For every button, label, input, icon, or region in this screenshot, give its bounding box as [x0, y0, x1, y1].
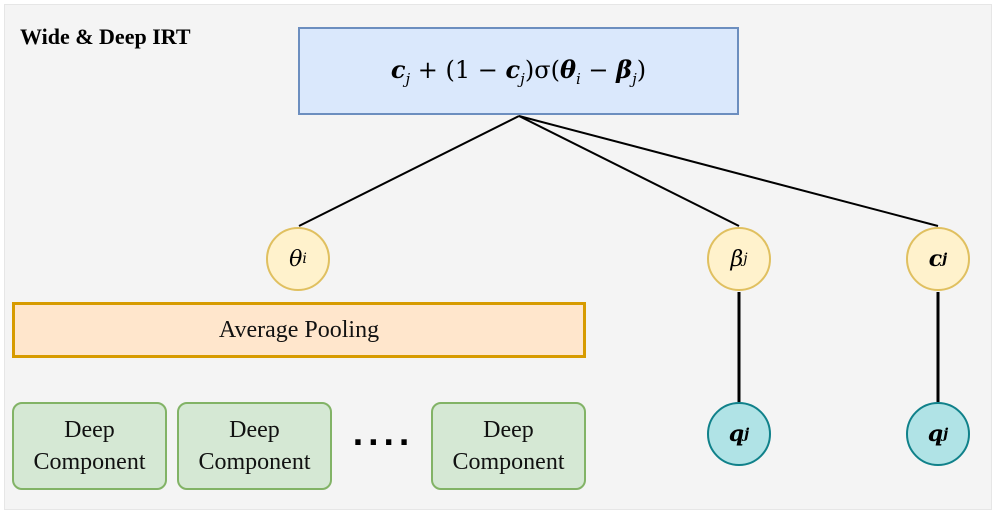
deep-component-2: Deep Component: [177, 402, 332, 490]
ellipsis: ....: [352, 418, 414, 453]
deep-component-3: Deep Component: [431, 402, 586, 490]
edge-formula-theta: [298, 115, 520, 227]
irt-formula-box: cj + (1 − cj)σ(θi − βj): [298, 27, 739, 115]
edge-formula-beta: [518, 115, 740, 227]
edge-formula-c: [518, 115, 939, 227]
average-pooling-box: Average Pooling: [12, 302, 586, 358]
deep-component-1: Deep Component: [12, 402, 167, 490]
irt-formula: cj + (1 − cj)σ(θi − βj): [390, 54, 647, 88]
diagram-title: Wide & Deep IRT: [20, 24, 191, 49]
